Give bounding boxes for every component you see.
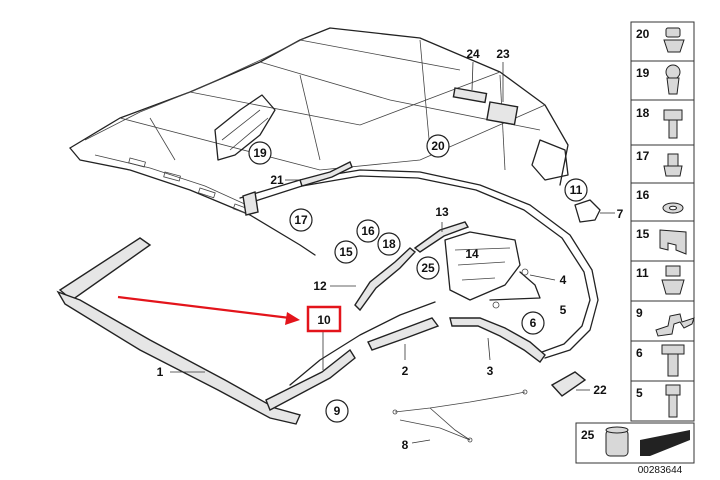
callout-23: 23 xyxy=(496,47,510,61)
panel-number-11: 11 xyxy=(636,266,649,280)
clip-icon xyxy=(663,27,685,53)
seal-part-21 xyxy=(299,161,353,187)
roof-frame-structure xyxy=(69,27,569,256)
push-clip-icon xyxy=(665,64,681,95)
panel-number-16: 16 xyxy=(636,188,650,202)
callout-24: 24 xyxy=(466,47,480,61)
callout-6: 6 xyxy=(521,311,545,335)
callout-10-highlighted: 10 xyxy=(306,305,342,333)
bushing-icon xyxy=(605,426,629,457)
callout-21: 21 xyxy=(270,173,284,187)
svg-text:16: 16 xyxy=(361,224,375,238)
parts-panel: 20 19 18 17 16 15 11 9 6 5 25 xyxy=(575,21,695,476)
callout-18: 18 xyxy=(377,232,401,256)
callout-22: 22 xyxy=(593,383,607,397)
svg-text:19: 19 xyxy=(253,146,267,160)
callout-17: 17 xyxy=(289,208,313,232)
callout-14: 14 xyxy=(465,247,479,261)
seal-part-1 xyxy=(56,237,356,425)
arrow-graphic-icon xyxy=(640,430,690,456)
callout-1: 1 xyxy=(157,365,164,379)
panel-number-19: 19 xyxy=(636,66,650,80)
callout-9: 9 xyxy=(325,399,349,423)
callout-15: 15 xyxy=(334,240,358,264)
reference-number: 00283644 xyxy=(638,465,683,476)
panel-number-6: 6 xyxy=(636,346,643,360)
seal-part-12 xyxy=(354,247,417,312)
bracket-part-7 xyxy=(574,199,601,223)
panel-number-20: 20 xyxy=(636,27,650,41)
callout-11: 11 xyxy=(564,178,588,202)
seal-part-13 xyxy=(413,221,470,253)
panel-number-25: 25 xyxy=(581,428,595,442)
callout-3: 3 xyxy=(487,364,494,378)
svg-text:20: 20 xyxy=(431,139,445,153)
panel-number-18: 18 xyxy=(636,106,650,120)
panel-number-15: 15 xyxy=(636,227,650,241)
panel-number-5: 5 xyxy=(636,386,643,400)
svg-text:15: 15 xyxy=(339,245,353,259)
callout-25: 25 xyxy=(416,256,440,280)
callout-13: 13 xyxy=(435,205,449,219)
washer-icon xyxy=(662,202,684,214)
plate-icon xyxy=(659,229,687,255)
nut-clip-icon xyxy=(661,265,685,295)
svg-text:17: 17 xyxy=(294,213,308,227)
cable-part-8 xyxy=(392,389,528,443)
callout-20: 20 xyxy=(426,134,450,158)
seal-part-10 xyxy=(289,301,436,386)
panel-number-9: 9 xyxy=(636,306,643,320)
svg-text:6: 6 xyxy=(530,316,537,330)
callout-5: 5 xyxy=(560,303,567,317)
screw-icon xyxy=(663,109,683,139)
block-part-22 xyxy=(550,371,587,397)
grommet-icon xyxy=(663,153,683,177)
bracket-icon xyxy=(655,313,695,337)
callout-4: 4 xyxy=(560,273,567,287)
callout-16: 16 xyxy=(356,219,380,243)
front-seal-frame xyxy=(239,169,599,359)
callout-7: 7 xyxy=(617,207,624,221)
callout-19: 19 xyxy=(248,141,272,165)
side-mechanism xyxy=(444,231,541,309)
svg-text:11: 11 xyxy=(570,183,583,197)
bolt-icon xyxy=(661,344,685,377)
callout-2: 2 xyxy=(402,364,409,378)
seal-part-2 xyxy=(367,317,440,351)
callout-10-label: 10 xyxy=(317,313,331,327)
svg-text:25: 25 xyxy=(421,261,435,275)
highlight-arrow xyxy=(117,295,300,325)
leader-lines xyxy=(170,61,615,444)
seal-part-3 xyxy=(449,317,546,363)
stud-bolt-icon xyxy=(665,384,681,418)
svg-text:18: 18 xyxy=(382,237,396,251)
callout-8: 8 xyxy=(402,438,409,452)
svg-text:9: 9 xyxy=(334,404,341,418)
panel-number-17: 17 xyxy=(636,149,650,163)
callout-12: 12 xyxy=(313,279,327,293)
